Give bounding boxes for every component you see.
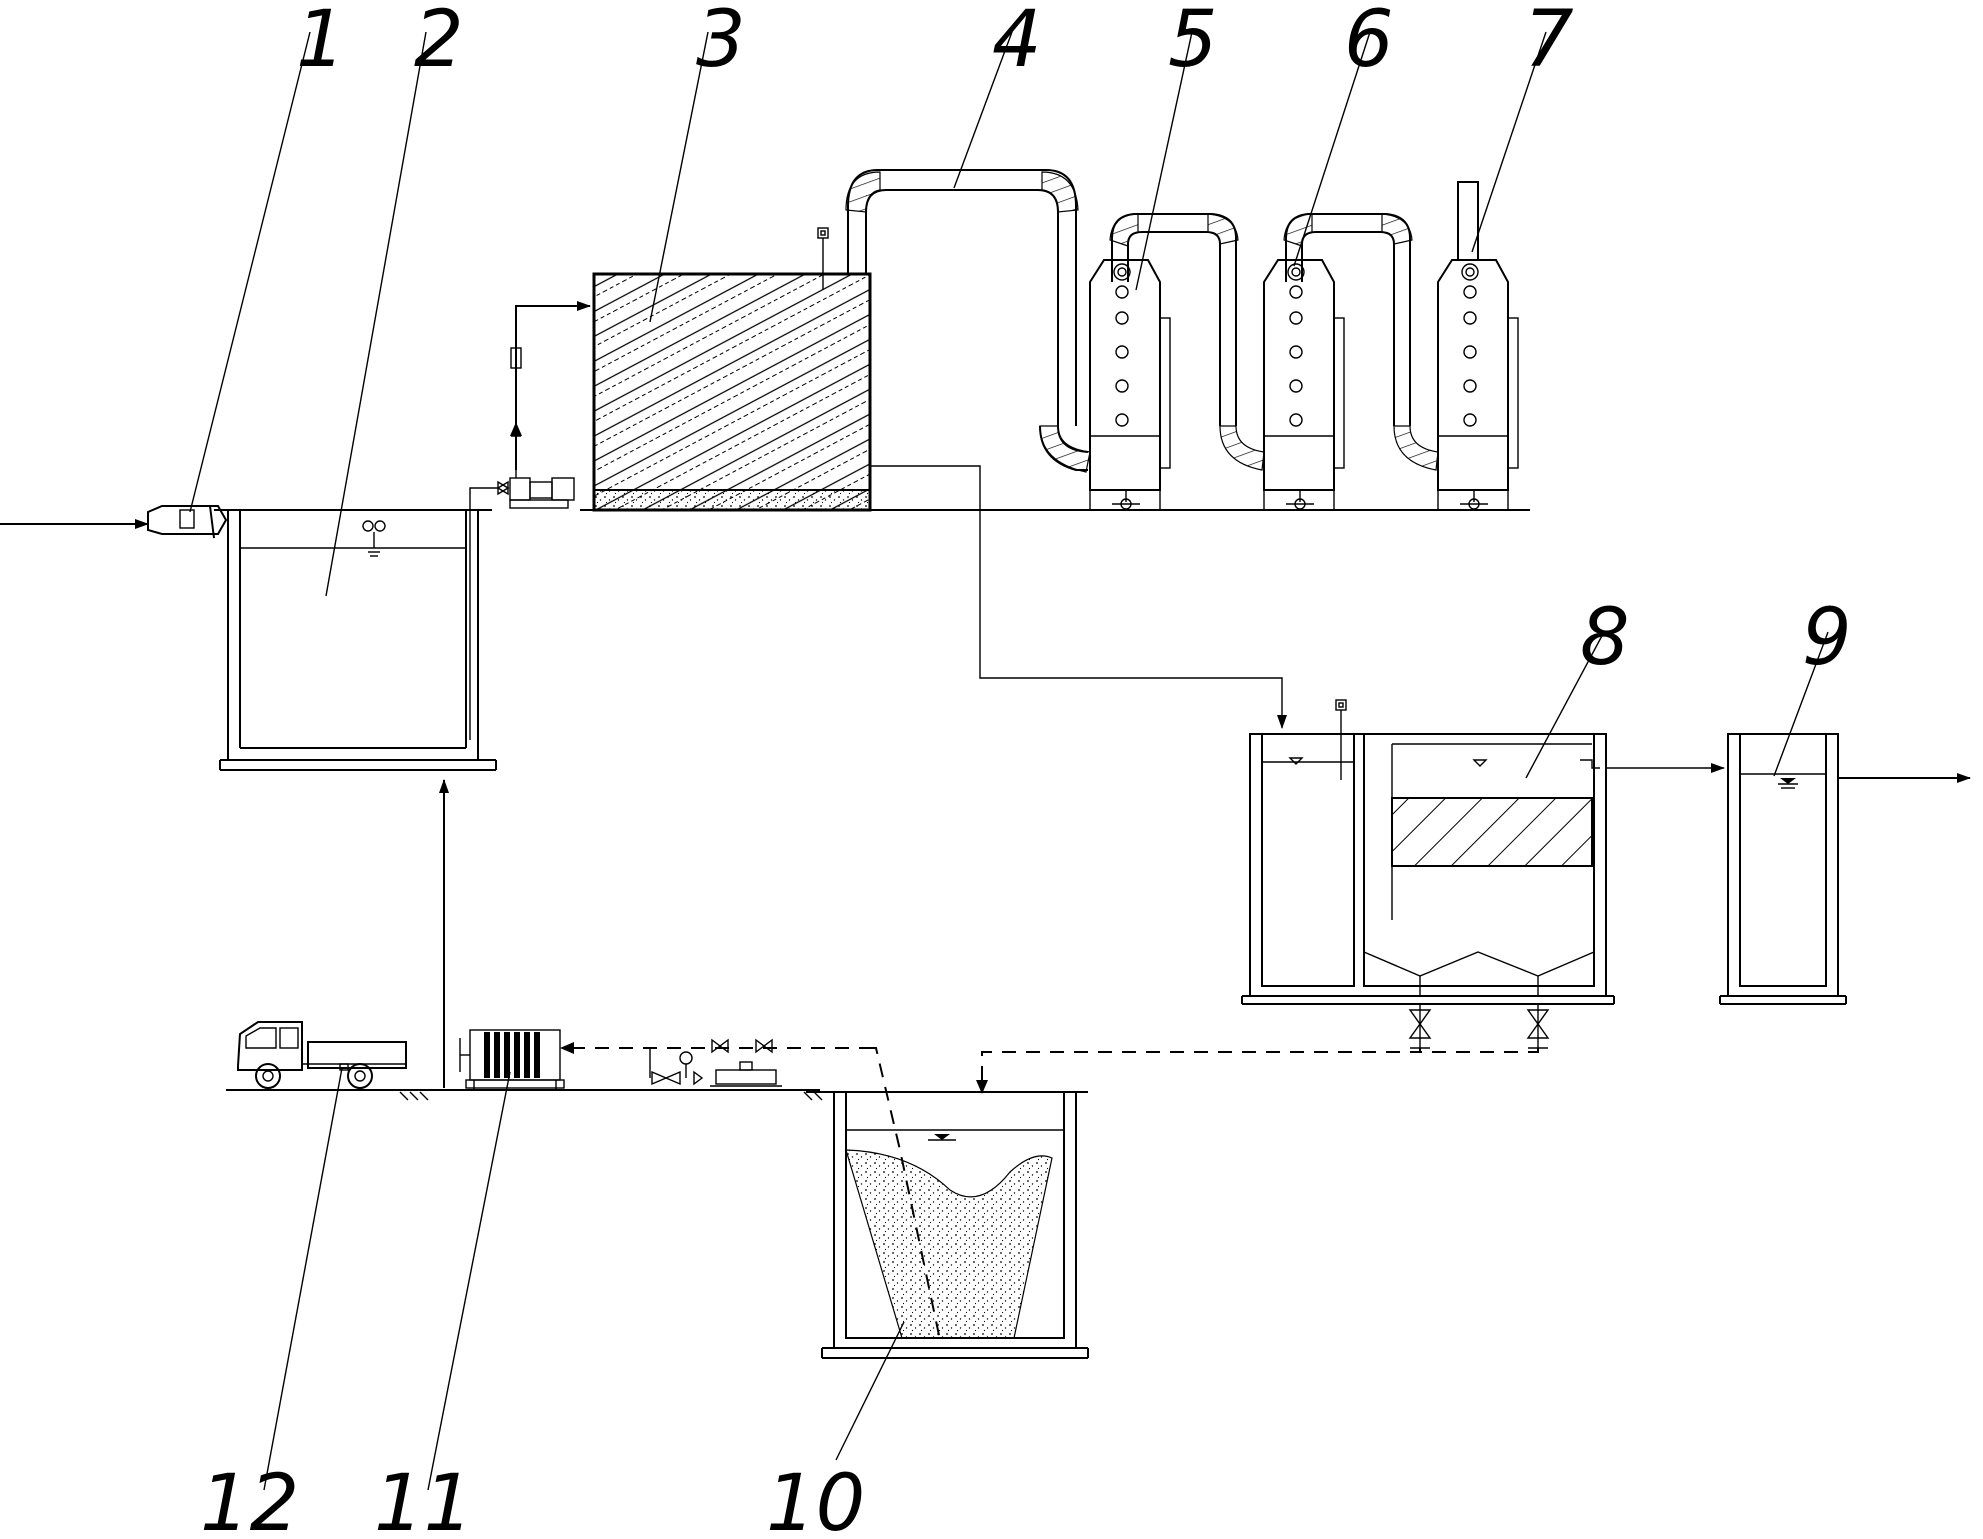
feed-pump (496, 301, 591, 509)
callout-12: 12 (200, 1459, 299, 1539)
gas-duct (845, 169, 1091, 473)
callout-6: 6 (1344, 0, 1394, 85)
clear-water-tank (1719, 733, 1971, 1005)
scrubber-tower-6 (1263, 213, 1439, 510)
sludge-tank (806, 1047, 1089, 1359)
scrubber-tower-5 (1089, 213, 1265, 510)
sludge-line (560, 1042, 1539, 1094)
truck (237, 1021, 407, 1089)
callout-4: 4 (992, 0, 1042, 85)
filter-press (226, 1029, 823, 1101)
leader-lines (189, 31, 1829, 1491)
callout-8: 8 (1580, 593, 1630, 683)
sludge-pump (649, 1038, 782, 1087)
reactor-tank (580, 227, 1530, 512)
callout-2: 2 (414, 0, 464, 85)
callout-10: 10 (766, 1459, 865, 1539)
settling-tank (1241, 699, 1725, 1049)
regulating-tank (214, 487, 498, 771)
callout-11: 11 (374, 1459, 473, 1539)
callout-9: 9 (1802, 593, 1852, 683)
callout-7: 7 (1524, 0, 1574, 85)
callout-5: 5 (1168, 0, 1218, 85)
flow-arrow-up (510, 422, 522, 436)
callout-3: 3 (696, 0, 746, 85)
effluent-line (870, 465, 1287, 729)
scrubber-tower-7 (1437, 181, 1519, 510)
callout-labels: 1 2 3 4 5 6 7 8 9 10 11 12 (200, 0, 1852, 1539)
callout-1: 1 (296, 0, 346, 85)
inlet-line (0, 505, 228, 539)
